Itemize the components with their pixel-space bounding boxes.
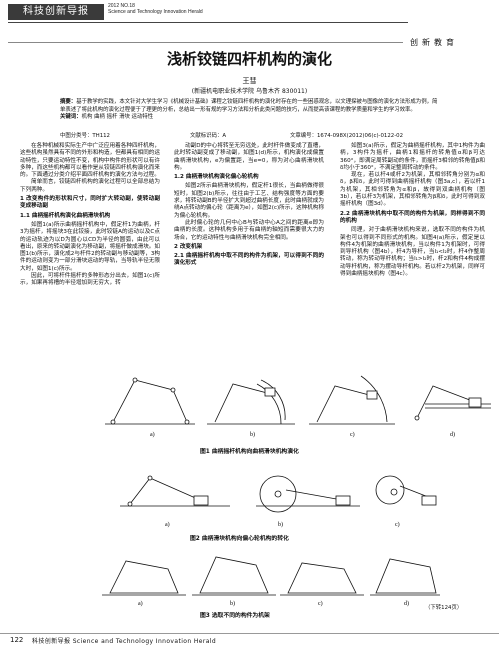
- body-paragraph: 在各种机械和实际生产中广泛应用着各种四杆机构，这些机构虽然具有不同的外形和构造，…: [20, 143, 160, 179]
- header-rule: [8, 22, 408, 23]
- section-rule: [8, 42, 403, 43]
- fig2-label-c: c): [395, 521, 400, 528]
- article-number: 文章编号：1674-098X(2012)06(c)-0122-02: [290, 133, 404, 139]
- section-heading: 2.1 曲柄摇杆机构中取不同的构件为机架，可以得到不同的演化形式: [174, 253, 324, 267]
- body-paragraph: 如图1(a)所示曲柄摇杆机构中，假定杆1为曲柄，杆3为摇杆，将摇块3在此铰接，此…: [20, 221, 160, 272]
- body-column-2: 动副D的中心将转至无穷远处，此时杆件做变成了直槽，此时转动副变成了移动副，如图1…: [174, 143, 324, 270]
- section-tag: 创新教育: [410, 38, 458, 47]
- body-paragraph: 简单而言，铰链四杆机构的演化过程可以全部总结为下列两种。: [20, 179, 160, 193]
- article-author: 王彗: [242, 77, 257, 85]
- section-heading: 2.2 曲柄滑块机构中取不同的构件为机架，同样得到不同的机构: [340, 210, 485, 224]
- section-heading: 2 改变机架: [174, 243, 203, 250]
- abstract-text: 摘要：基于教学的实践，本文针对大学生学习《机械设计基础》课程之铰链四杆机构的演化…: [60, 99, 438, 113]
- fig1-label-c: c): [350, 431, 355, 438]
- fig3-label-d: d): [404, 600, 409, 607]
- body-column-3: 如图3(a)所示，假定为曲柄摇杆机构，其中1构件为曲柄，3构件为摇杆，曲柄1和摇…: [340, 143, 485, 278]
- continued-note: （下转124页）: [425, 605, 463, 611]
- body-paragraph: 此时偏心轮的几何中心B与转动中心A之间的距离e即为曲柄的长度。这种机构多用于有曲…: [174, 219, 324, 241]
- figure-1-caption: 图1 曲柄摇杆机构向曲柄滑块机构演化: [200, 449, 299, 455]
- article-title: 浅析铰链四杆机构的演化: [166, 50, 332, 68]
- journal-english-name: Science and Technology Innovation Herald: [108, 9, 203, 15]
- author-affiliation: (新疆机电职业技术学院 乌鲁木齐 830011): [191, 88, 308, 95]
- journal-issue-meta: 2012 NO.18 Science and Technology Innova…: [108, 3, 203, 15]
- fig2-label-a: a): [165, 521, 170, 528]
- body-paragraph: 同理，对于曲柄滑块机构来说，选取不同的构件为机架也可以得到不同形式的机构。如图4…: [340, 227, 485, 278]
- footer-rule: [0, 633, 499, 634]
- abstract-block: 摘要：基于教学的实践，本文针对大学生学习《机械设计基础》课程之铰链四杆机构的演化…: [60, 99, 440, 122]
- body-paragraph: 动副D的中心将转至无穷远处，此时杆件做变成了直槽，此时转动副变成了移动副，如图1…: [174, 143, 324, 171]
- fig1-label-b: b): [250, 431, 255, 438]
- body-column-1: 在各种机械和实际生产中广泛应用着各种四杆机构，这些机构虽然具有不同的外形和构造，…: [20, 143, 160, 288]
- section-heading: 1.2 曲柄滑块机构演化偏心轮机构: [174, 174, 259, 181]
- figure-2-caption: 图2 曲柄滑块机构向偏心轮机构的转化: [190, 536, 289, 542]
- figure-1-diagram: a) b) c) d): [105, 375, 491, 438]
- journal-brand: 科技创新导报: [8, 4, 104, 20]
- body-paragraph: 如图3(a)所示，假定为曲柄摇杆机构，其中1构件为曲柄，3构件为摇杆，曲柄1和摇…: [340, 143, 485, 171]
- issue-number: 2012 NO.18: [108, 3, 135, 9]
- document-code: 文献标识码：A: [190, 133, 227, 139]
- section-heading: 1 改变构件的形状和尺寸，同时扩大转动副，使转动副变成移动副: [20, 196, 160, 210]
- body-paragraph: 因此，可将杆件摇杆的多种形态分出去，如图1(c)所示，如果再将槽的半径增加到无穷…: [20, 273, 160, 287]
- footer-journal-name: 科技创新导报 Science and Technology Innovation…: [32, 638, 217, 645]
- clc-number: 中图分类号：TH112: [60, 133, 110, 139]
- page-number: 122: [10, 636, 24, 644]
- fig3-label-c: c): [318, 600, 323, 607]
- fig1-label-d: d): [450, 431, 455, 438]
- fig1-label-a: a): [150, 431, 155, 438]
- fig2-label-b: b): [278, 521, 283, 528]
- figure-2-diagram: a) b) c): [120, 475, 437, 528]
- body-paragraph: 现在，若以杆4或杆2为机架，其相邻转角分别为α和δ，β和δ，此时可得到曲柄摇杆机…: [340, 172, 485, 208]
- figure-3-caption: 图3 选取不同的构件为机架: [200, 613, 270, 619]
- body-paragraph: 如图2所示曲柄滑块机构，假定杆1很长，当曲柄做得很短时，如图2(b)所示，往往由…: [174, 183, 324, 219]
- fig3-label-a: a): [138, 600, 143, 607]
- section-heading: 1.1 曲柄摇杆机构演化曲柄滑块机构: [20, 212, 111, 219]
- figure-3-diagram: a) b) c) d): [102, 556, 440, 607]
- keywords-line: 关键词：机构 曲柄 摇杆 滑块 运动特性: [60, 114, 154, 121]
- fig3-label-b: b): [230, 600, 235, 607]
